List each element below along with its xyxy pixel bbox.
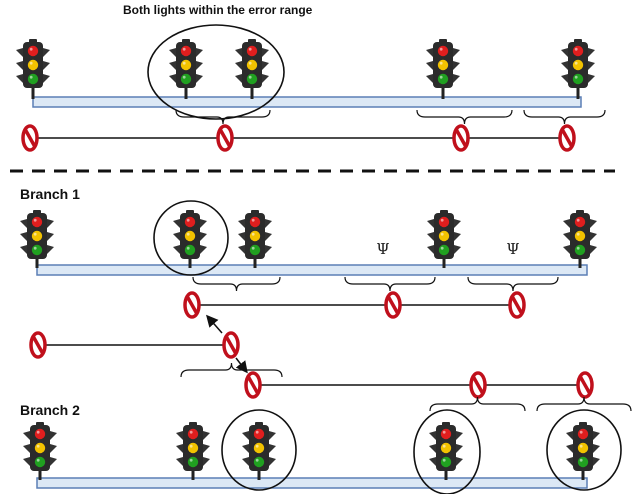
brace <box>429 396 526 412</box>
brace <box>192 276 281 292</box>
arrow-down <box>235 357 248 374</box>
prohibited-sign-icon <box>216 124 234 152</box>
prohibited-sign-icon <box>508 291 526 319</box>
road-top <box>32 96 582 108</box>
road-branch-1 <box>36 264 588 276</box>
arrow-up <box>206 314 223 334</box>
brace <box>416 109 513 125</box>
traffic-light-icon <box>563 210 597 268</box>
traffic-light-icon <box>20 210 54 268</box>
traffic-light-icon <box>173 210 207 268</box>
traffic-light-icon <box>235 39 269 99</box>
brace <box>536 396 632 412</box>
brace <box>180 362 283 378</box>
branch-1-label: Branch 1 <box>20 186 80 202</box>
traffic-light-icon <box>561 39 595 99</box>
brace <box>344 276 436 292</box>
prohibited-sign-icon <box>469 371 487 399</box>
prohibited-sign-icon <box>576 371 594 399</box>
prohibited-sign-icon <box>183 291 201 319</box>
highlight-circle <box>153 200 229 276</box>
diagram-title: Both lights within the error range <box>123 3 313 17</box>
traffic-light-icon <box>238 210 272 268</box>
prohibited-sign-icon <box>222 331 240 359</box>
traffic-light-icon <box>429 422 463 480</box>
highlight-circle <box>413 409 481 494</box>
highlight-circle <box>221 409 297 491</box>
traffic-light-icon <box>23 422 57 480</box>
prohibited-sign-icon <box>244 371 262 399</box>
traffic-light-icon <box>426 39 460 99</box>
brace-top <box>175 109 271 125</box>
error-range-ellipse <box>147 24 285 120</box>
highlight-circle <box>546 409 622 491</box>
road-branch-2 <box>36 477 588 489</box>
brace <box>467 276 559 292</box>
prohibited-sign-icon <box>29 331 47 359</box>
traffic-light-icon <box>242 422 276 480</box>
brace <box>523 109 606 125</box>
psi-symbol: Ψ <box>506 240 519 258</box>
branch-2-label: Branch 2 <box>20 402 80 418</box>
prohibited-sign-icon <box>384 291 402 319</box>
prohibited-sign-icon <box>452 124 470 152</box>
traffic-light-icon <box>566 422 600 480</box>
prohibited-sign-icon <box>21 124 39 152</box>
prohibited-sign-icon <box>558 124 576 152</box>
traffic-light-icon <box>176 422 210 480</box>
traffic-light-icon <box>169 39 203 99</box>
psi-symbol: Ψ <box>376 240 389 258</box>
traffic-light-icon <box>427 210 461 268</box>
traffic-light-icon <box>16 39 50 99</box>
